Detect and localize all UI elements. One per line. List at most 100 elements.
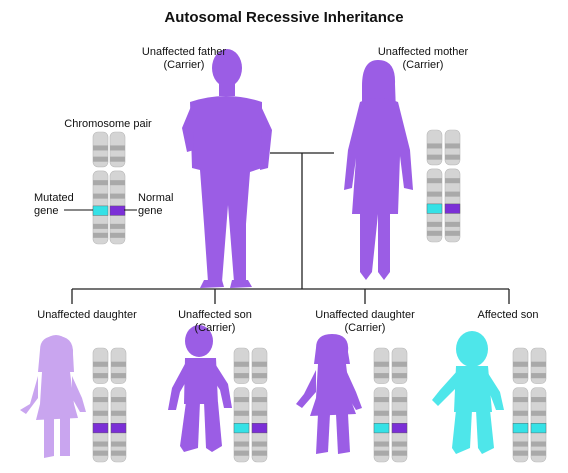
chromosome-band — [111, 373, 126, 379]
child-4-chromosome-right — [530, 347, 547, 463]
mutated-gene-label: Mutated gene — [34, 192, 74, 218]
child-3-label-text: Unaffected daughter — [315, 309, 415, 321]
chromosome-band — [374, 410, 389, 416]
chromosome-band — [531, 410, 546, 416]
child-1-chromosome-left — [92, 347, 109, 463]
chromosome-layer — [92, 129, 547, 463]
chromosome-band — [111, 410, 126, 416]
mother-label: Unaffected mother (Carrier) — [363, 46, 483, 72]
mother-label-text: Unaffected mother — [377, 46, 469, 58]
chromosome-band — [513, 441, 528, 447]
chromosome-band — [93, 145, 108, 151]
chromosome-band — [93, 441, 108, 447]
child-2-silhouette — [168, 325, 232, 452]
chromosome-band — [531, 373, 546, 379]
chromosome-band — [110, 180, 125, 186]
father-label: Unaffected father (Carrier) — [124, 46, 244, 72]
chromosome-band — [93, 156, 108, 162]
chromosome-band — [110, 193, 125, 199]
chromosome-band — [531, 361, 546, 367]
child-1-silhouette — [20, 335, 86, 458]
chromosome-band — [392, 361, 407, 367]
child-1-label: Unaffected daughter — [22, 309, 152, 322]
mutated-gene-band — [426, 203, 443, 214]
normal-gene-band — [251, 423, 268, 434]
chromosome-band — [93, 223, 108, 229]
chromosome-band — [392, 441, 407, 447]
child-3-label: Unaffected daughter (Carrier) — [300, 309, 430, 335]
chromosome-band — [234, 450, 249, 456]
child-2-chromosome-right — [251, 347, 268, 463]
chromosome-band — [93, 232, 108, 238]
chromosome-band — [111, 441, 126, 447]
mutated-gene-band — [373, 423, 390, 434]
chromosome-band — [252, 397, 267, 403]
chromosome-band — [252, 450, 267, 456]
mutated-gene-band — [92, 205, 109, 216]
child-4-silhouette — [432, 331, 504, 454]
child-3-chromosome-right — [391, 347, 408, 463]
mother-chromosome-right — [444, 129, 461, 243]
mutated-gene-band — [233, 423, 250, 434]
chromosome-band — [445, 154, 460, 160]
normal-gene-band — [444, 203, 461, 214]
chromosome-pair-label: Chromosome pair — [64, 118, 152, 130]
chromosome-band — [111, 361, 126, 367]
chromosome-band — [392, 373, 407, 379]
chromosome-band — [513, 373, 528, 379]
chromosome-band — [374, 450, 389, 456]
normal-gene-label-line2: gene — [138, 205, 163, 217]
child-1-chromosome-right — [110, 347, 127, 463]
mother-carrier-text: (Carrier) — [402, 59, 444, 71]
chromosome-band — [374, 361, 389, 367]
chromosome-band — [531, 441, 546, 447]
father-label-text: Unaffected father — [141, 46, 227, 58]
father-carrier-text: (Carrier) — [163, 59, 205, 71]
child-1-label-text: Unaffected daughter — [37, 309, 137, 321]
chromosome-band — [93, 373, 108, 379]
child-2-label-text: Unaffected son — [178, 309, 252, 321]
chromosome-band — [234, 373, 249, 379]
chromosome-band — [111, 397, 126, 403]
chromosome-band — [234, 410, 249, 416]
chromosome-band — [93, 193, 108, 199]
chromosome-band — [513, 361, 528, 367]
chromosome-band — [427, 178, 442, 184]
chromosome-band — [374, 397, 389, 403]
chromosome-band — [445, 191, 460, 197]
chromosome-band — [445, 221, 460, 227]
chromosome-band — [445, 143, 460, 149]
child-3-chromosome-left — [373, 347, 390, 463]
chromosome-band — [252, 361, 267, 367]
mutated-gene-label-line2: gene — [34, 205, 59, 217]
normal-gene-band — [110, 423, 127, 434]
normal-gene-label-line1: Normal — [138, 192, 174, 204]
chromosome-band — [427, 191, 442, 197]
chromosome-band — [110, 145, 125, 151]
chromosome-band — [513, 410, 528, 416]
chromosome-band — [252, 441, 267, 447]
chromosome-band — [427, 230, 442, 236]
diagram-title: Autosomal Recessive Inheritance — [164, 9, 404, 26]
mutated-gene-band — [530, 423, 547, 434]
chromosome-band — [427, 221, 442, 227]
chromosome-band — [392, 397, 407, 403]
normal-gene-band — [391, 423, 408, 434]
normal-gene-band — [109, 205, 126, 216]
mother-silhouette — [344, 60, 413, 280]
normal-gene-band — [92, 423, 109, 434]
chromosome-band — [234, 361, 249, 367]
mother-chromosome-left — [426, 129, 443, 243]
chromosome-band — [111, 450, 126, 456]
chromosome-band — [513, 450, 528, 456]
chromosome-band — [427, 143, 442, 149]
child-2-carrier-text: (Carrier) — [194, 322, 236, 334]
pedigree-lines — [71, 152, 510, 304]
chromosome-band — [374, 441, 389, 447]
chromosome-band — [93, 180, 108, 186]
mutated-gene-label-line1: Mutated — [34, 192, 74, 204]
chromosome-band — [110, 223, 125, 229]
chromosome-band — [427, 154, 442, 160]
chromosome-band — [252, 410, 267, 416]
chromosome-band — [392, 450, 407, 456]
